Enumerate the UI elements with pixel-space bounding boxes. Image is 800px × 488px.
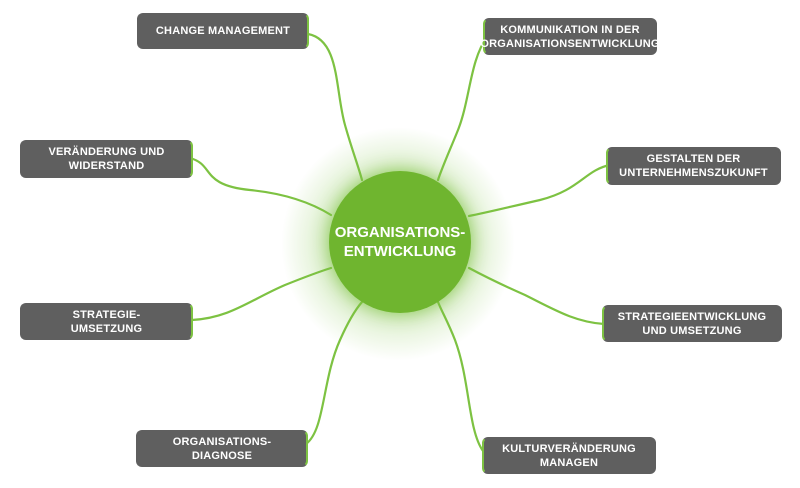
node-veraenderung-widerstand: VERÄNDERUNG UND WIDERSTAND: [20, 140, 193, 178]
node-label-line2: ORGANISATIONSENTWICKLUNG: [480, 37, 660, 50]
node-label-line1: STRATEGIE-: [72, 308, 141, 321]
node-label-line2: UND UMSETZUNG: [642, 324, 742, 337]
node-label-line1: VERÄNDERUNG UND: [48, 146, 165, 158]
node-change-management: CHANGE MANAGEMENT: [137, 13, 309, 49]
central-topic-line1: ORGANISATIONS-: [334, 224, 466, 241]
node-label-line1: KOMMUNIKATION IN DER: [500, 23, 640, 36]
node-organisationsdiagnose: ORGANISATIONS- DIAGNOSE: [136, 430, 308, 467]
node-label-line1: ORGANISATIONS-: [172, 435, 272, 448]
node-strategie-umsetzung: STRATEGIE- UMSETZUNG: [20, 303, 193, 340]
node-label-line1: CHANGE MANAGEMENT: [155, 25, 291, 37]
node-label-line2: WIDERSTAND: [68, 160, 145, 172]
node-label-line2: MANAGEN: [539, 456, 599, 469]
node-gestalten-unternehmenszukunft: GESTALTEN DER UNTERNEHMENSZUKUNFT: [606, 147, 781, 185]
node-label-line1: GESTALTEN DER: [646, 153, 741, 165]
node-kulturveraenderung: KULTURVERÄNDERUNG MANAGEN: [482, 437, 656, 474]
node-label-line1: KULTURVERÄNDERUNG: [502, 442, 636, 455]
node-label-line1: STRATEGIEENTWICKLUNG: [617, 310, 767, 323]
node-label-line2: UMSETZUNG: [70, 322, 143, 335]
node-label-line2: UNTERNEHMENSZUKUNFT: [619, 167, 768, 179]
node-label-line2: DIAGNOSE: [191, 449, 253, 462]
node-strategieentwicklung-umsetzung: STRATEGIEENTWICKLUNG UND UMSETZUNG: [602, 305, 782, 342]
node-kommunikation: KOMMUNIKATION IN DER ORGANISATIONSENTWIC…: [480, 18, 660, 55]
central-topic-line2: ENTWICKLUNG: [343, 243, 457, 260]
central-topic: ORGANISATIONS- ENTWICKLUNG: [329, 171, 471, 313]
